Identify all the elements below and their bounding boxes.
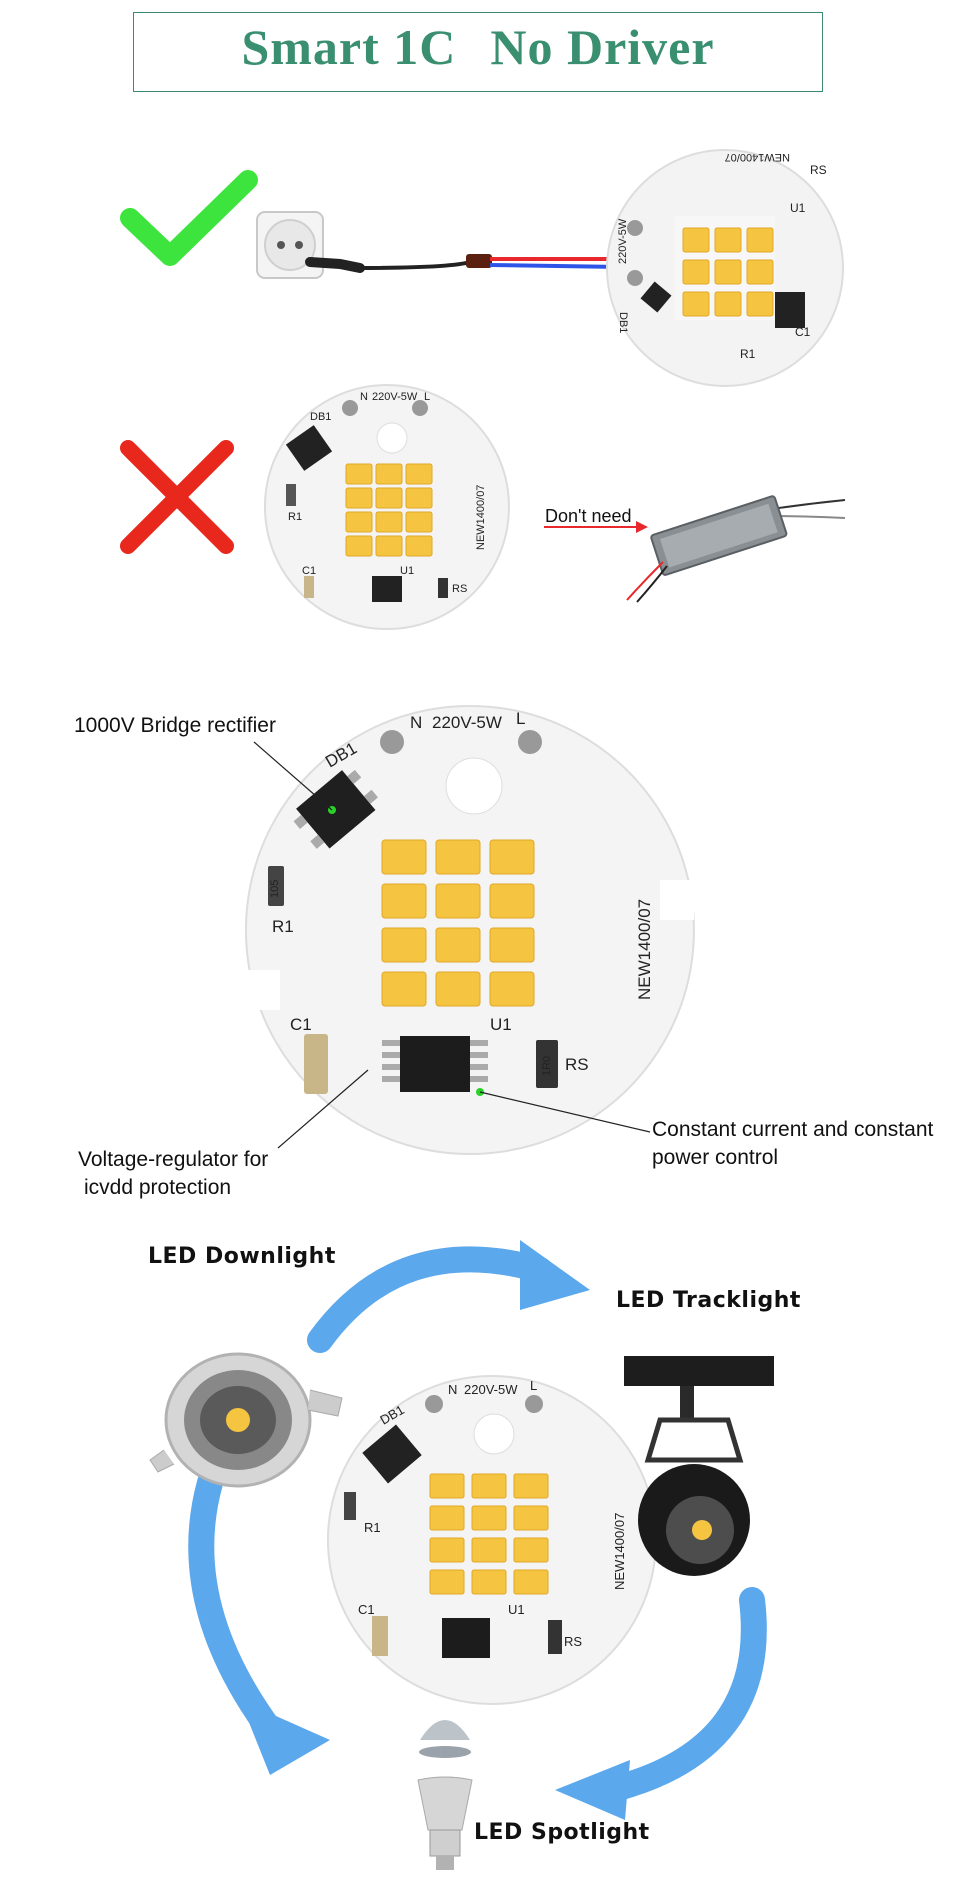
board-top-r1: R1	[740, 347, 756, 361]
board-top-rating: 220V-5W	[617, 218, 629, 264]
callout-regulator: Voltage-regulator for icvdd protection	[78, 1146, 268, 1202]
led-board-cycle: N 220V-5W L DB1 R1 C1 U1 RS NEW1400/07	[326, 1375, 657, 1705]
callout-control-line2: power control	[652, 1146, 779, 1169]
app-spotlight-label: LED Spotlight	[474, 1820, 650, 1845]
board-mid-l: L	[424, 391, 430, 403]
cross-icon	[120, 440, 234, 554]
title-frame	[133, 12, 823, 92]
board-big-u1: U1	[490, 1015, 512, 1034]
board-big-rs: RS	[565, 1055, 589, 1074]
board-top-u1: U1	[790, 201, 806, 215]
page-title: Smart 1C No Driver	[133, 18, 823, 76]
led-driver-icon	[626, 495, 846, 603]
board-big-rs-code: 1R0	[541, 1056, 553, 1076]
board-cycle-u1: U1	[508, 1602, 525, 1617]
power-cord	[305, 254, 623, 273]
led-board-top: NEW1400/07 RS U1 C1 R1 DB1 220V-5W	[606, 149, 844, 387]
app-tracklight-label: LED Tracklight	[616, 1288, 801, 1313]
board-mid-db1: DB1	[310, 411, 331, 423]
board-cycle-n: N	[448, 1382, 457, 1397]
board-cycle-model: NEW1400/07	[612, 1513, 627, 1590]
app-downlight-label: LED Downlight	[148, 1244, 336, 1269]
dont-need-arrow	[544, 521, 648, 533]
board-cycle-r1: R1	[364, 1520, 381, 1535]
callout-control: Constant current and constant power cont…	[652, 1116, 933, 1172]
board-big-l: L	[516, 709, 525, 728]
board-mid-model: NEW1400/07	[475, 485, 487, 550]
callout-bridge: 1000V Bridge rectifier	[74, 714, 276, 737]
led-board-middle: N 220V-5W L DB1 R1 C1 U1 RS NEW1400/07	[263, 384, 510, 630]
board-top-rs: RS	[810, 163, 827, 177]
title-part-2: No Driver	[490, 19, 715, 75]
dont-need-label: Don't need	[545, 506, 632, 526]
board-big-rating: 220V-5W	[432, 713, 502, 732]
board-mid-r1: R1	[288, 511, 302, 523]
callout-control-line1: Constant current and constant	[652, 1118, 934, 1141]
board-cycle-c1: C1	[358, 1602, 375, 1617]
board-mid-n: N	[360, 391, 368, 403]
board-cycle-rs: RS	[564, 1634, 582, 1649]
board-mid-c1: C1	[302, 565, 316, 577]
board-cycle-l: L	[530, 1378, 537, 1393]
callout-regulator-line1: Voltage-regulator for	[78, 1148, 269, 1171]
board-big-c1: C1	[290, 1015, 312, 1034]
board-big-model: NEW1400/07	[635, 899, 654, 1000]
board-mid-rating: 220V-5W	[372, 391, 418, 403]
tracklight-icon	[624, 1356, 774, 1576]
title-part-1: Smart 1C	[241, 19, 457, 75]
led-board-annotated: 105 1R0 N 220V-5W L DB1 R1 C1 U1 RS NEW1…	[244, 705, 695, 1155]
spotlight-bulb-icon	[417, 1720, 473, 1870]
check-icon	[120, 170, 258, 266]
downlight-icon	[149, 1352, 343, 1488]
board-top-model: NEW1400/07	[725, 151, 790, 163]
board-top-db1: DB1	[617, 312, 629, 333]
board-big-r1: R1	[272, 917, 294, 936]
callout-regulator-line2: icvdd protection	[84, 1176, 232, 1199]
board-mid-rs: RS	[452, 583, 467, 595]
board-big-r1-code: 105	[269, 880, 281, 898]
board-top-c1: C1	[795, 325, 811, 339]
board-mid-u1: U1	[400, 565, 414, 577]
board-cycle-rating: 220V-5W	[464, 1382, 518, 1397]
board-big-n: N	[410, 713, 422, 732]
